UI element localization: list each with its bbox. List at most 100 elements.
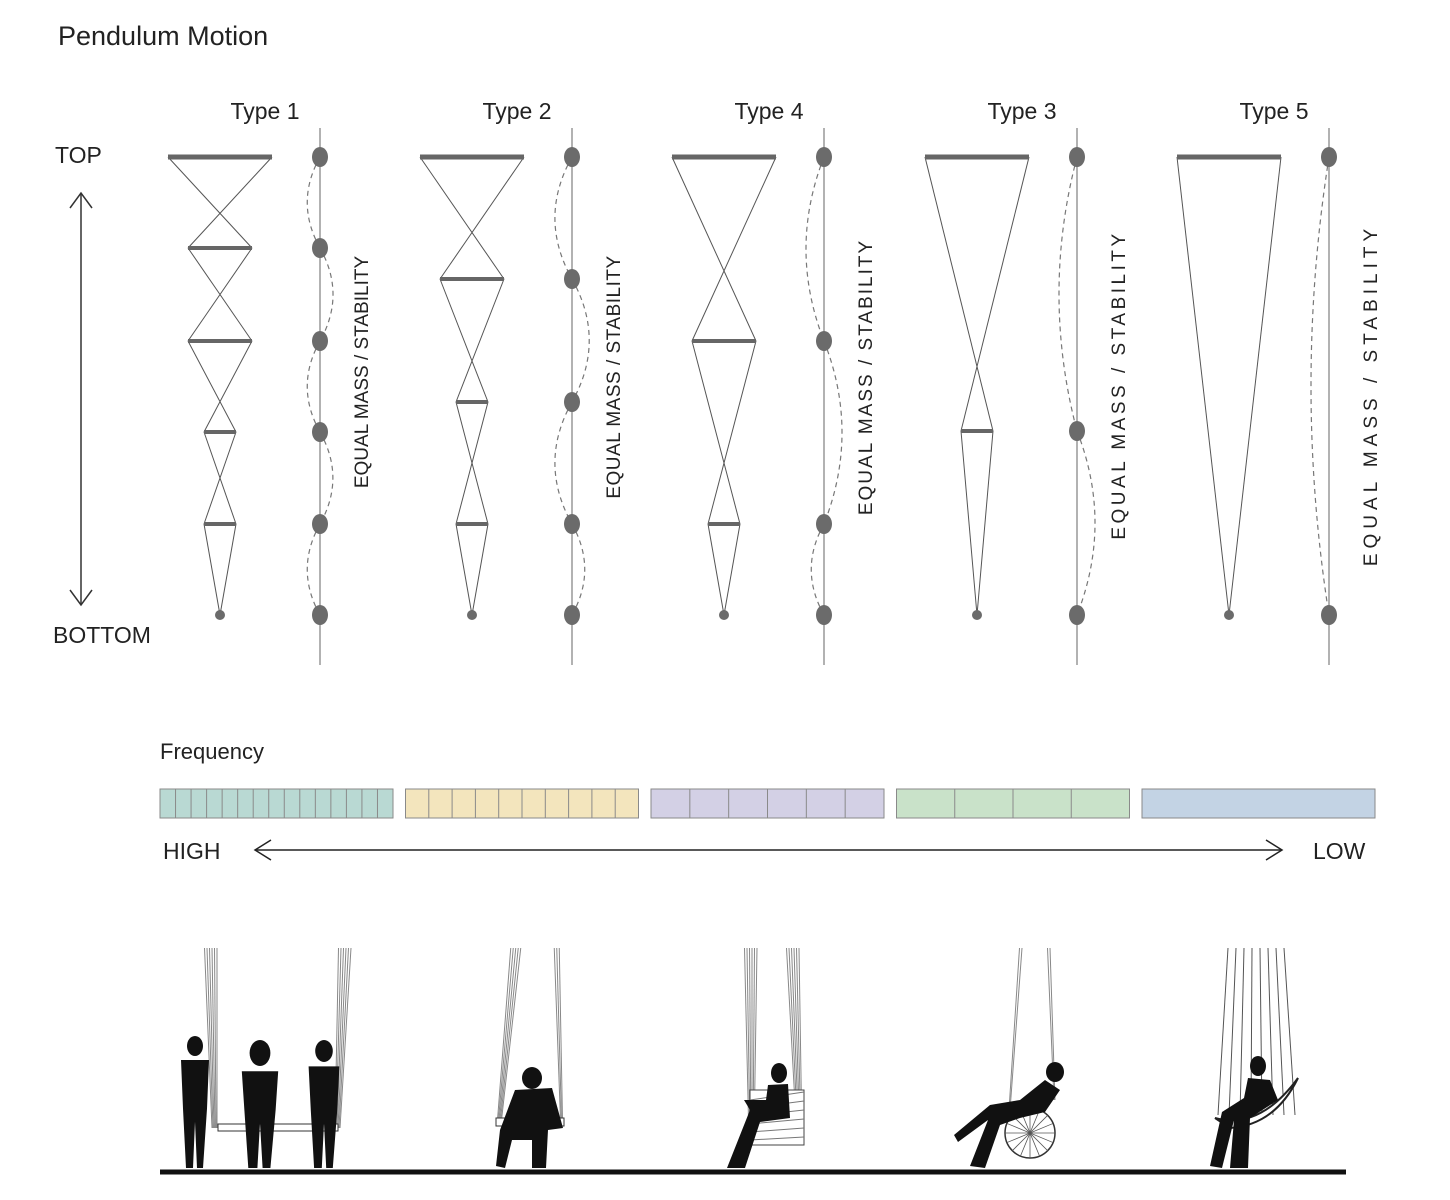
string [707,523,725,616]
rope [500,947,519,1121]
frequency-segment [405,788,639,819]
rope [499,947,517,1121]
basket-weave [749,1127,805,1133]
bottom-label: BOTTOM [53,622,151,648]
mass-ball [312,147,328,167]
motion-wave [306,523,321,616]
side-label: EQUAL MASS / STABILITY [856,239,877,515]
person-body [496,1088,563,1168]
person-body [308,1066,340,1168]
string [203,431,237,525]
string [924,156,994,432]
mass-ball [564,147,580,167]
rope [206,947,214,1129]
scene-type-2 [495,947,565,1168]
mass-ball [564,392,580,412]
string [167,156,253,249]
string [203,340,253,433]
mass-ball [564,269,580,289]
mass-ball [1321,147,1337,167]
basket-weave [749,1136,805,1141]
mass-ball [816,605,832,625]
rope [501,947,522,1121]
pendulum-bob [972,610,982,620]
pendulum-bob [215,610,225,620]
pendulum-type: Type 3 EQUAL MASS / STABILITY [924,98,1130,665]
segment-fill [159,788,394,819]
frequency-bar [159,788,1376,819]
scene-type-4 [954,947,1064,1168]
motion-wave [306,340,321,433]
rope [337,947,347,1129]
rope [1217,947,1229,1116]
rope [204,947,213,1129]
mass-ball [1069,147,1085,167]
rope [558,947,563,1121]
motion-wave [319,247,334,342]
person-body [241,1071,279,1168]
side-label: EQUAL MASS / STABILITY [1361,224,1382,566]
type-label: Type 1 [230,98,299,124]
scene-type-3 [727,947,805,1168]
type-label: Type 3 [987,98,1056,124]
person-body [181,1060,209,1168]
low-label: LOW [1313,838,1366,864]
wheel-spoke [1006,1123,1054,1143]
rope [1239,947,1245,1116]
frequency-segment [650,788,885,819]
mass-ball [564,514,580,534]
string [187,247,253,342]
string [671,156,757,342]
frequency-label: Frequency [160,739,264,764]
string [1176,156,1230,616]
string [455,523,473,616]
person-head [1250,1056,1266,1076]
rope [1009,947,1023,1111]
mass-ball [816,331,832,351]
side-label: EQUAL MASS / STABILITY [1109,230,1130,539]
person-head [315,1040,333,1062]
person-head [187,1036,203,1056]
string [439,278,489,403]
pendulum-bob [467,610,477,620]
mass-ball [312,422,328,442]
string [471,523,489,616]
scene-type-5 [1210,947,1299,1168]
string [707,340,757,525]
mass-ball [1069,421,1085,441]
frequency-segment [1141,788,1376,819]
rope [744,947,750,1141]
high-label: HIGH [163,838,221,864]
mass-ball [312,331,328,351]
motion-wave [1058,156,1078,432]
pendulum-bob [1224,610,1234,620]
mass-ball [312,238,328,258]
motion-wave [571,523,586,616]
mass-ball [1321,605,1337,625]
rope [1275,947,1285,1116]
motion-wave [805,156,825,342]
rope [1228,947,1237,1116]
string [455,278,505,403]
top-label: TOP [55,142,102,168]
string [976,430,994,616]
motion-wave [319,431,334,525]
person-head [1046,1062,1064,1082]
swing-illustrations [181,947,1299,1168]
rope [498,947,514,1121]
type-label: Type 4 [734,98,803,124]
pendulum-bob [719,610,729,620]
rope [556,947,562,1121]
string [187,156,273,249]
pendulum-type: Type 4 EQUAL MASS / STABILITY [671,98,877,665]
person-body [954,1080,1060,1168]
rope [339,947,352,1129]
person-head [249,1040,271,1066]
string [419,156,505,280]
diagram-title: Pendulum Motion [58,21,268,51]
motion-wave [554,401,573,525]
rope [497,947,512,1121]
